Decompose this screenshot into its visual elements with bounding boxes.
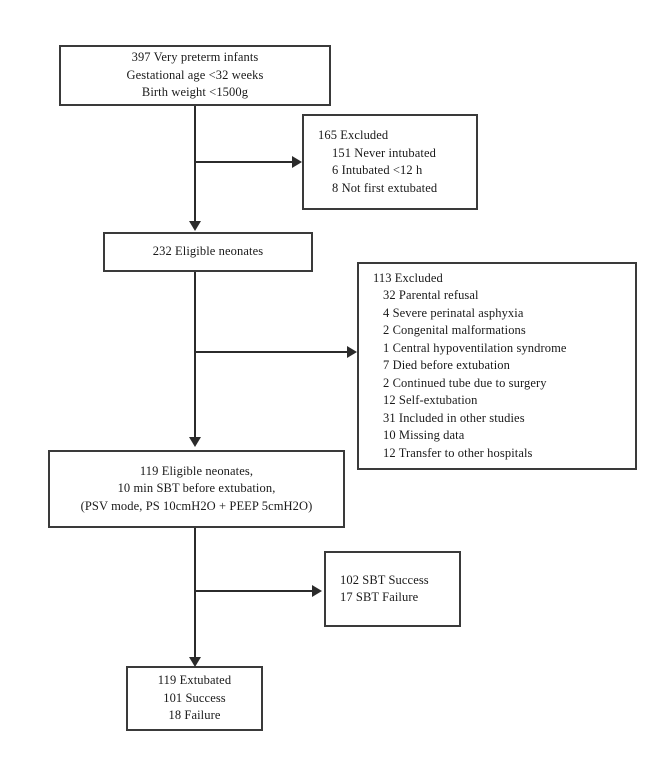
arrowhead-eligible119 xyxy=(189,437,201,447)
connector-branch-excluded2 xyxy=(194,351,349,353)
node-excluded-pre-sbt-line-1: 113 Excluded xyxy=(373,270,443,285)
node-excluded-pre-sbt-line-8: 12 Self-extubation xyxy=(383,393,478,408)
node-eligible-119-line-1: 119 Eligible neonates, xyxy=(139,463,254,478)
node-enrolled-line-2: Gestational age <32 weeks xyxy=(126,67,264,82)
node-eligible-232: 232 Eligible neonates xyxy=(103,232,313,272)
node-excluded-pre-sbt-line-11: 12 Transfer to other hospitals xyxy=(383,445,533,460)
node-eligible-232-line-1: 232 Eligible neonates xyxy=(152,244,264,259)
arrowhead-eligible232 xyxy=(189,221,201,231)
node-excluded-pre-sbt-line-4: 2 Congenital malformations xyxy=(383,323,526,338)
connector-branch-excluded1 xyxy=(194,161,294,163)
node-excluded-pre-sbt-line-7: 2 Continued tube due to surgery xyxy=(383,375,547,390)
connector-eligible232-to-eligible119 xyxy=(194,272,196,438)
node-eligible-119: 119 Eligible neonates, 10 min SBT before… xyxy=(48,450,345,528)
node-enrolled-line-3: Birth weight <1500g xyxy=(141,85,249,100)
node-excluded-screening-line-1: 165 Excluded xyxy=(318,128,389,142)
node-enrolled: 397 Very preterm infants Gestational age… xyxy=(59,45,331,106)
node-excluded-pre-sbt-line-9: 31 Included in other studies xyxy=(383,410,525,425)
node-extubation-result-line-2: 101 Success xyxy=(163,690,226,705)
node-excluded-screening-line-4: 8 Not first extubated xyxy=(332,180,438,195)
node-extubation-result-line-3: 18 Failure xyxy=(168,708,221,723)
arrowhead-excluded2 xyxy=(347,346,357,358)
connector-enrolled-to-eligible232 xyxy=(194,106,196,222)
node-extubation-result-line-1: 119 Extubated xyxy=(157,673,232,688)
node-excluded-screening-line-3: 6 Intubated <12 h xyxy=(332,163,423,177)
node-excluded-pre-sbt-line-6: 7 Died before extubation xyxy=(383,358,511,373)
connector-branch-sbt-result xyxy=(194,590,314,592)
node-eligible-119-line-2: 10 min SBT before extubation, xyxy=(117,481,276,496)
node-excluded-pre-sbt-line-5: 1 Central hypoventilation syndrome xyxy=(383,340,567,355)
arrowhead-excluded1 xyxy=(292,156,302,168)
connector-eligible119-to-extubated xyxy=(194,528,196,658)
node-eligible-119-line-3: (PSV mode, PS 10cmH2O + PEEP 5cmH2O) xyxy=(80,498,313,513)
node-excluded-pre-sbt-line-10: 10 Missing data xyxy=(383,428,465,443)
node-excluded-pre-sbt-line-3: 4 Severe perinatal asphyxia xyxy=(383,305,524,320)
arrowhead-sbt-result xyxy=(312,585,322,597)
node-excluded-pre-sbt: 113 Excluded 32 Parental refusal 4 Sever… xyxy=(357,262,637,470)
node-sbt-result-line-2: 17 SBT Failure xyxy=(340,590,419,604)
node-extubation-result: 119 Extubated 101 Success 18 Failure xyxy=(126,666,263,731)
node-sbt-result: 102 SBT Success 17 SBT Failure xyxy=(324,551,461,627)
node-sbt-result-line-1: 102 SBT Success xyxy=(340,572,429,587)
node-enrolled-line-1: 397 Very preterm infants xyxy=(131,50,259,65)
node-excluded-pre-sbt-line-2: 32 Parental refusal xyxy=(383,288,479,303)
node-excluded-screening: 165 Excluded 151 Never intubated 6 Intub… xyxy=(302,114,478,210)
node-excluded-screening-line-2: 151 Never intubated xyxy=(332,145,436,160)
arrowhead-extubated xyxy=(189,657,201,667)
